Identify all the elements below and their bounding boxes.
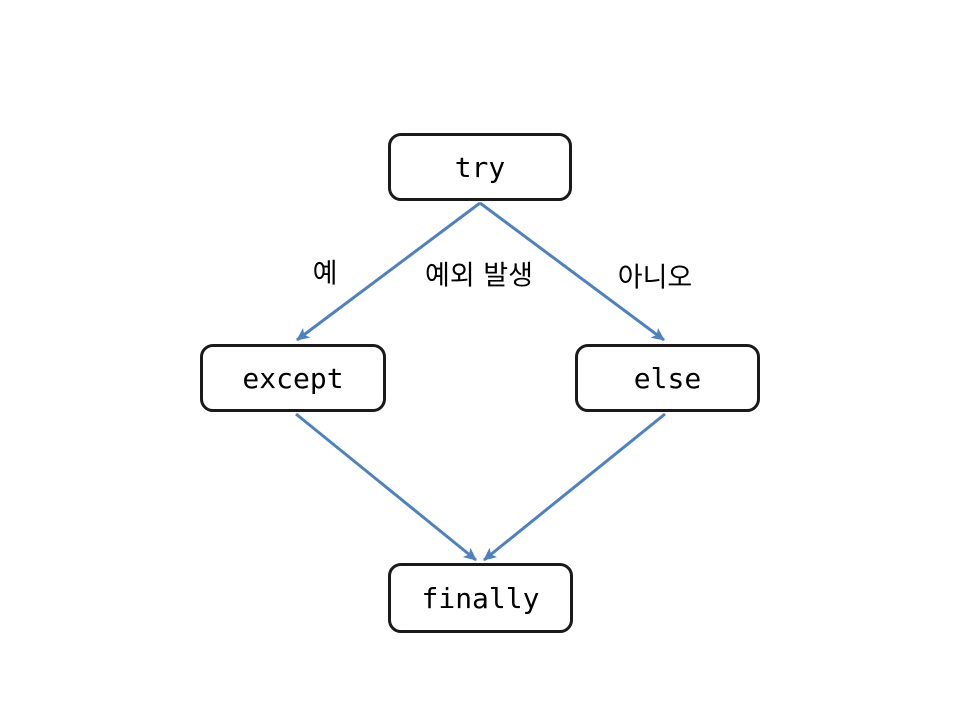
node-try-label: try (454, 150, 506, 184)
node-finally: finally (388, 563, 573, 633)
edge-try-to-except (296, 201, 481, 342)
node-try: try (388, 133, 572, 201)
edge-else-to-finally (483, 412, 666, 562)
edge-except-to-finally (295, 412, 477, 562)
node-except-label: except (242, 361, 344, 395)
node-except: except (200, 344, 386, 412)
edge-label-exception-occurs: 예외 발생 (425, 260, 533, 292)
edge-label-yes: 예 (312, 258, 338, 290)
edge-try-to-else (479, 201, 665, 342)
node-else: else (575, 344, 760, 412)
edge-label-no: 아니오 (617, 262, 693, 294)
node-finally-label: finally (421, 581, 540, 615)
node-else-label: else (633, 361, 702, 395)
